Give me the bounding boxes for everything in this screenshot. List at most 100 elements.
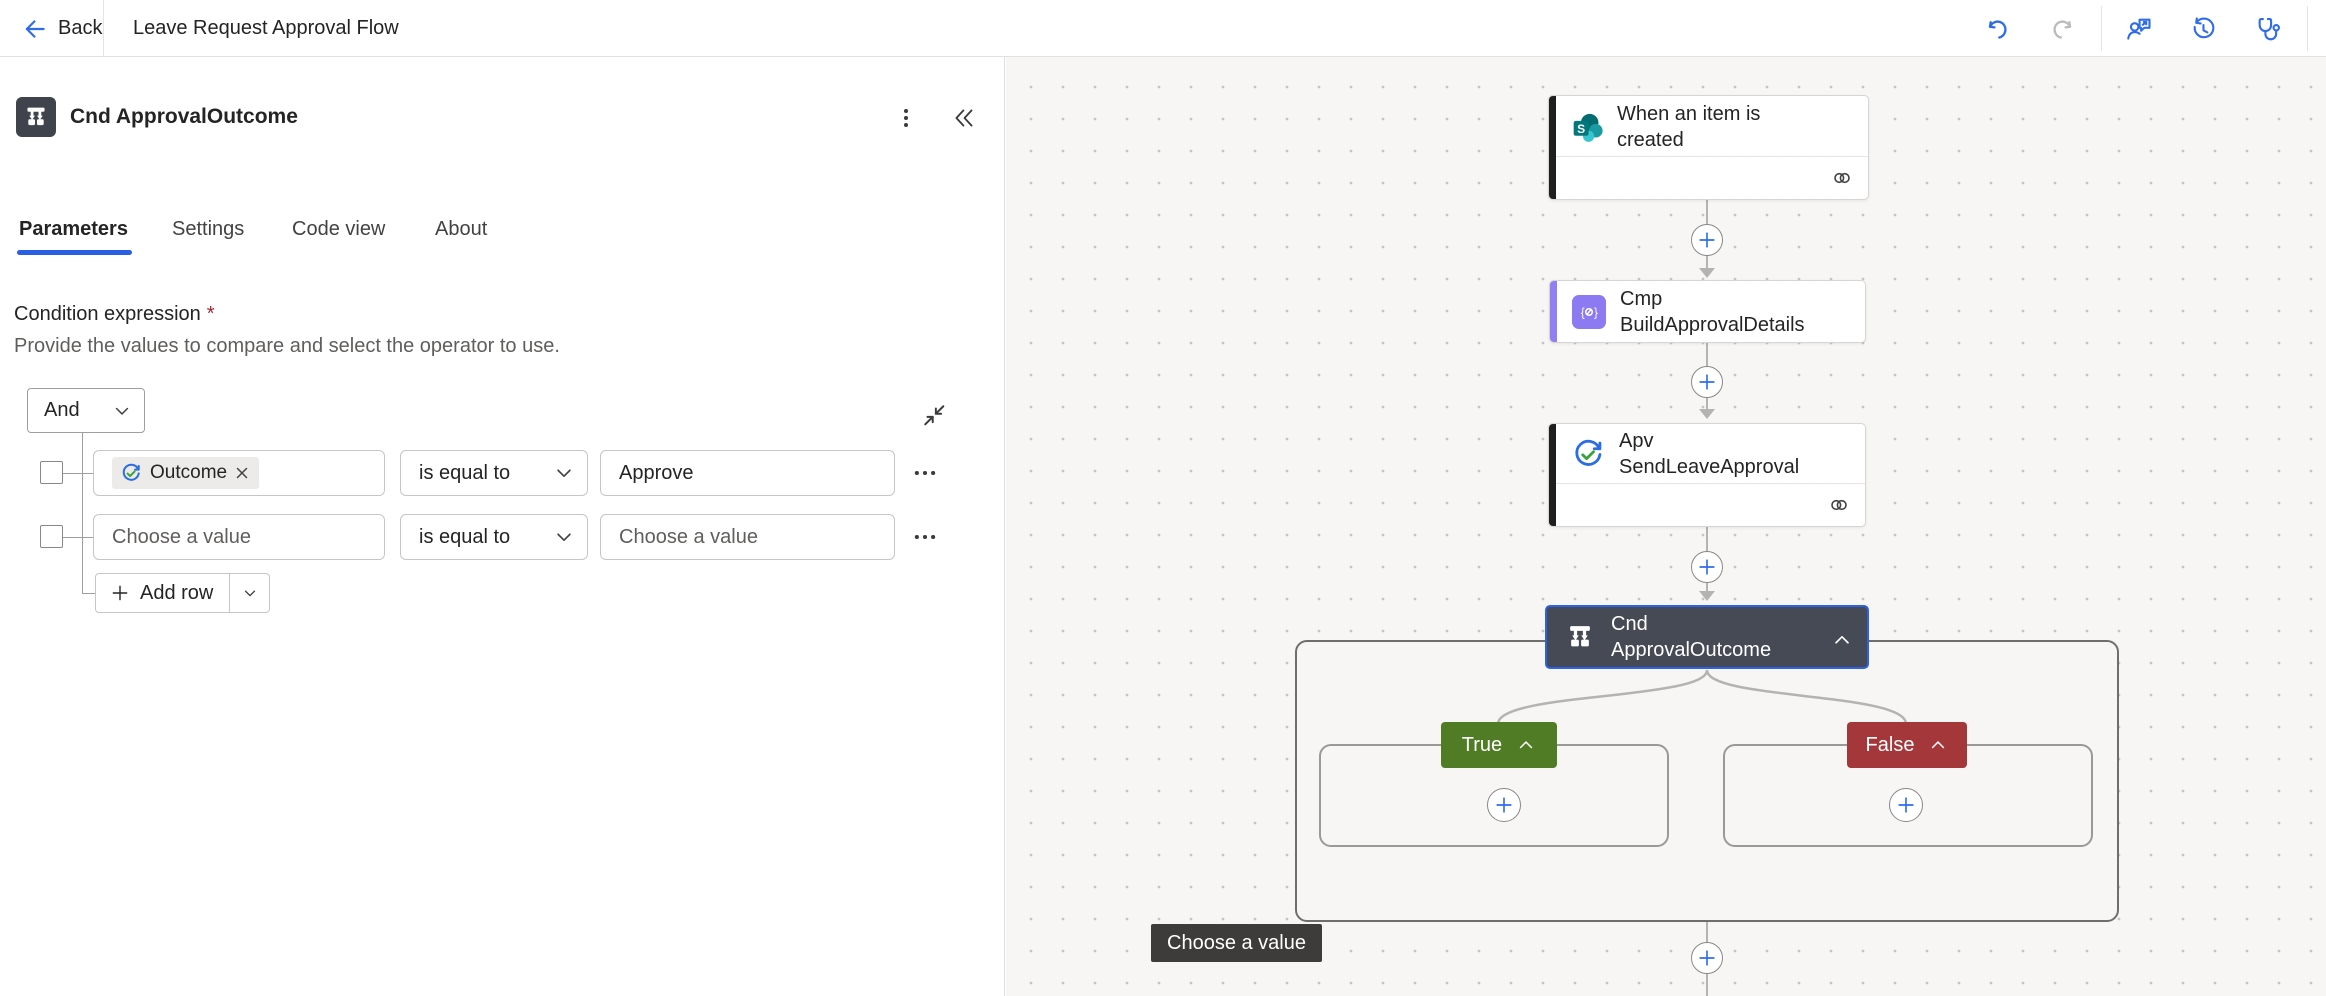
person-chat-icon <box>2127 18 2151 40</box>
add-row-button[interactable]: Add row <box>96 574 229 612</box>
link-icon[interactable] <box>1827 493 1851 517</box>
value-input[interactable]: Approve <box>600 450 895 496</box>
row-checkbox[interactable] <box>40 525 63 548</box>
plus-icon <box>1898 797 1914 813</box>
node-apv-sendleaveapproval[interactable]: Apv SendLeaveApproval <box>1548 423 1866 527</box>
required-marker: * <box>206 303 215 325</box>
operator-dropdown[interactable]: is equal to <box>400 450 588 496</box>
row-checkbox[interactable] <box>40 461 63 484</box>
node-title: Cnd ApprovalOutcome <box>1611 613 1772 661</box>
active-tab-underline <box>17 250 132 255</box>
topbar-divider <box>103 0 104 57</box>
connector-arrow <box>1699 591 1715 601</box>
stethoscope-icon <box>2258 18 2280 41</box>
flow-title: Leave Request Approval Flow <box>133 17 399 39</box>
plus-icon <box>1699 374 1715 390</box>
chip-remove-icon[interactable] <box>235 466 249 480</box>
chevron-up-icon[interactable] <box>1831 629 1853 651</box>
link-icon[interactable] <box>1830 166 1854 190</box>
plus-icon <box>1699 559 1715 575</box>
topbar-divider <box>2101 6 2102 51</box>
chevron-down-icon <box>557 469 571 478</box>
dots-vertical-icon <box>904 109 908 127</box>
approvals-icon <box>1575 439 1602 466</box>
copilot-button[interactable] <box>2124 14 2154 44</box>
connector-arrow <box>1699 268 1715 278</box>
insert-action-button-true[interactable] <box>1487 788 1521 822</box>
group-operator-dropdown[interactable]: And <box>27 388 145 433</box>
dots-horizontal-icon <box>914 470 936 476</box>
choose-a-value-tooltip: Choose a value <box>1151 924 1322 962</box>
condition-tree-stub <box>82 593 95 594</box>
history-button[interactable] <box>2188 14 2218 44</box>
insert-action-button[interactable] <box>1691 942 1723 974</box>
contract-icon <box>924 405 945 426</box>
tab-code-view[interactable]: Code view <box>292 217 386 240</box>
plus-icon <box>1496 797 1512 813</box>
false-branch-badge[interactable]: False <box>1847 722 1967 768</box>
panel-collapse-button[interactable] <box>946 102 982 134</box>
svg-text:{: { <box>1581 305 1585 319</box>
add-row-options-button[interactable] <box>229 574 269 612</box>
dynamic-content-chip[interactable]: Outcome <box>112 457 260 489</box>
redo-icon <box>2053 20 2072 39</box>
chevron-up-icon <box>1932 741 1945 749</box>
condition-expression-label: Condition expression* <box>14 303 215 325</box>
panel-more-menu-button[interactable] <box>890 102 922 134</box>
back-button[interactable]: Back <box>22 0 102 57</box>
node-accent-bar <box>1549 424 1556 526</box>
insert-action-button[interactable] <box>1691 224 1723 256</box>
flow-checker-button[interactable] <box>2254 14 2284 44</box>
double-chevron-left-icon <box>955 109 973 127</box>
top-bar: Back Leave Request Approval Flow <box>0 0 2326 57</box>
collapse-expression-button[interactable] <box>916 397 952 433</box>
node-title: When an item is created <box>1617 102 1761 151</box>
dots-horizontal-icon <box>914 534 936 540</box>
svg-text:}: } <box>1594 305 1598 319</box>
node-title: Cmp BuildApprovalDetails <box>1620 287 1805 336</box>
chevron-up-icon <box>1520 741 1533 749</box>
node-title: Apv SendLeaveApproval <box>1619 430 1800 478</box>
condition-action-icon <box>16 97 56 137</box>
sharepoint-icon: S <box>1573 113 1603 142</box>
connector-arrow <box>1699 409 1715 419</box>
panel-tabs: Parameters Settings Code view About <box>0 207 1004 257</box>
connector-line <box>1706 972 1708 996</box>
node-cnd-approvaloutcome-selected[interactable]: Cnd ApprovalOutcome <box>1545 605 1869 669</box>
undo-button[interactable] <box>1982 14 2012 44</box>
chevron-down-icon <box>557 533 571 542</box>
compose-icon: {} <box>1572 294 1606 329</box>
plus-icon <box>1699 950 1715 966</box>
history-clock-icon <box>2193 17 2215 39</box>
tab-settings[interactable]: Settings <box>172 217 245 240</box>
undo-icon <box>1988 20 2007 39</box>
insert-action-button[interactable] <box>1691 366 1723 398</box>
condition-tree-trunk <box>82 433 83 593</box>
node-cmp-buildapprovaldetails[interactable]: {} Cmp BuildApprovalDetails <box>1549 280 1866 343</box>
connector-line <box>1706 922 1708 944</box>
redo-button[interactable] <box>2048 14 2078 44</box>
tab-about[interactable]: About <box>435 217 488 240</box>
value-input[interactable]: Choose a value <box>600 514 895 560</box>
flow-canvas[interactable]: S When an item is created {} Cmp <box>1006 57 2326 996</box>
chevron-down-icon <box>115 407 129 415</box>
add-row-split-button: Add row <box>95 573 271 613</box>
true-branch-badge[interactable]: True <box>1441 722 1557 768</box>
node-when-an-item-is-created[interactable]: S When an item is created <box>1548 95 1869 200</box>
row-more-button[interactable] <box>908 456 942 490</box>
tab-parameters[interactable]: Parameters <box>19 217 128 240</box>
condition-field-input[interactable]: Choose a value <box>93 514 385 560</box>
plus-icon <box>112 585 128 601</box>
condition-tree-stub <box>63 537 93 538</box>
insert-action-button-false[interactable] <box>1889 788 1923 822</box>
condition-tree-stub <box>63 473 93 474</box>
row-more-button[interactable] <box>908 520 942 554</box>
chip-label: Outcome <box>150 462 228 483</box>
plus-icon <box>1699 232 1715 248</box>
panel-title: Cnd ApprovalOutcome <box>70 105 298 128</box>
node-accent-bar <box>1549 96 1556 199</box>
insert-action-button[interactable] <box>1691 551 1723 583</box>
condition-expression-description: Provide the values to compare and select… <box>14 335 560 357</box>
condition-field-input[interactable]: Outcome <box>93 450 385 496</box>
operator-dropdown[interactable]: is equal to <box>400 514 588 560</box>
